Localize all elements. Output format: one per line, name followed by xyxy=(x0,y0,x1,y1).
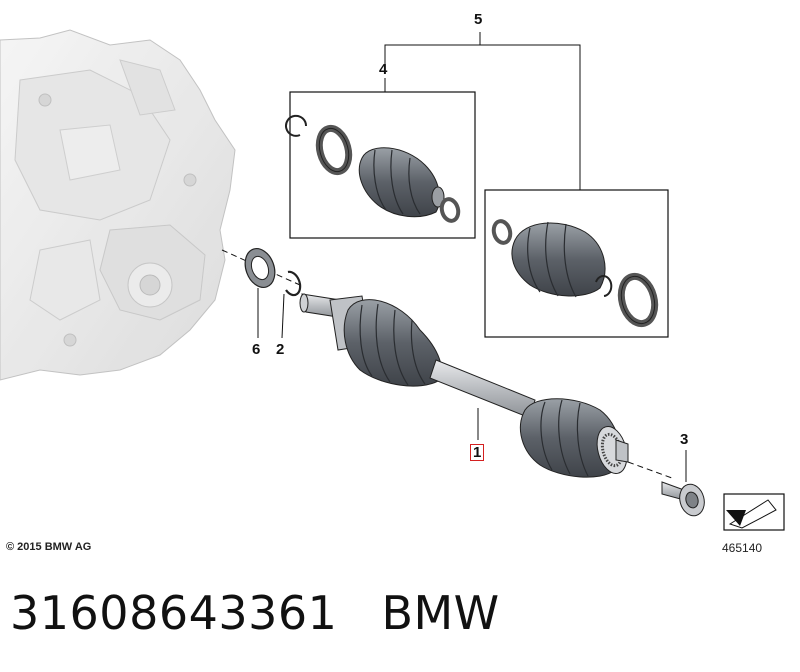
collar-bolt xyxy=(661,481,705,517)
drawing-number: 465140 xyxy=(722,541,763,555)
transmission-housing xyxy=(0,29,236,381)
outer-boot-kit-box xyxy=(484,189,669,338)
part-caption: 31608643361 BMW xyxy=(10,586,500,640)
parts-diagram: 5 4 6 2 1 3 © 2015 BMW AG 465140 xyxy=(0,11,785,555)
callout-3: 3 xyxy=(680,431,689,448)
inner-boot-kit-box xyxy=(285,91,476,239)
diagram-canvas xyxy=(0,29,785,531)
callout-1: 1 xyxy=(470,444,485,461)
callout-6: 6 xyxy=(252,341,261,358)
direction-symbol xyxy=(723,493,785,531)
callout-2: 2 xyxy=(276,341,285,358)
callout-leaders xyxy=(257,32,687,482)
part-number: 31608643361 xyxy=(10,586,338,640)
shaft-seal xyxy=(244,248,276,288)
callout-5: 5 xyxy=(474,11,483,28)
drive-shaft xyxy=(299,293,629,478)
copyright-notice: © 2015 BMW AG xyxy=(6,541,92,553)
callout-4: 4 xyxy=(379,61,388,78)
snap-ring xyxy=(285,270,302,297)
brand-name: BMW xyxy=(381,586,500,640)
